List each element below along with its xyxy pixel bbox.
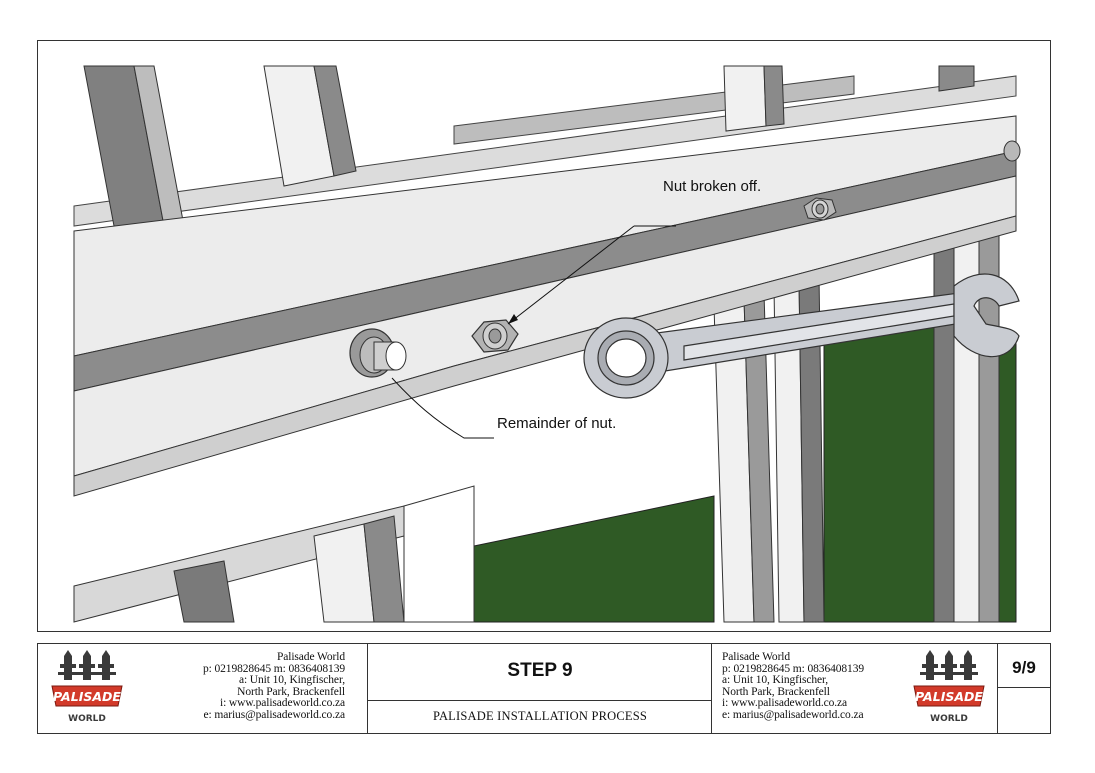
nut-broken-off <box>471 319 519 353</box>
callout-remainder-of-nut: Remainder of nut. <box>497 415 617 432</box>
logo-word-world: WORLD <box>930 714 968 724</box>
callout-nut-broken-off: Nut broken off. <box>663 178 762 195</box>
logo-word-palisade: PALISADE <box>915 689 983 704</box>
logo-word-world: WORLD <box>68 714 106 724</box>
company-website: i: www.palisadeworld.co.za <box>219 697 345 710</box>
page-number-cell: 9/9 <box>998 644 1050 733</box>
divider <box>368 700 711 701</box>
company-website: i: www.palisadeworld.co.za <box>722 697 848 710</box>
palisade-world-logo: PALISADE WORLD <box>51 650 123 724</box>
company-address-line2: North Park, Brackenfell <box>722 685 830 698</box>
company-name: Palisade World <box>722 651 791 663</box>
bolt-with-remainder <box>349 328 407 378</box>
company-address-line1: a: Unit 10, Kingfischer, <box>238 674 345 687</box>
step-title: STEP 9 <box>507 660 573 681</box>
process-title: PALISADE INSTALLATION PROCESS <box>432 709 648 723</box>
logo-word-palisade: PALISADE <box>53 689 121 704</box>
company-email: e: marius@palisadeworld.co.za <box>722 708 864 721</box>
company-address-line1: a: Unit 10, Kingfischer, <box>722 674 829 687</box>
bolt-far-right <box>1003 140 1021 162</box>
contact-details-right: Palisade World p: 0219828645 m: 08364081… <box>722 651 865 722</box>
contact-details-left: Palisade World p: 0219828645 m: 08364081… <box>202 651 346 722</box>
installation-drawing: Nut broken off. Remainder of nut. <box>37 40 1051 632</box>
title-block: PALISADE WORLD Palisade World p: 0219828… <box>37 643 1051 734</box>
step-info: STEP 9 PALISADE INSTALLATION PROCESS <box>368 644 712 733</box>
palisade-world-logo: PALISADE WORLD <box>913 650 985 724</box>
company-address-line2: North Park, Brackenfell <box>237 685 345 698</box>
company-info-left: PALISADE WORLD Palisade World p: 0219828… <box>38 644 368 733</box>
company-phone: p: 0219828645 m: 0836408139 <box>722 662 865 675</box>
wrench <box>583 273 1020 399</box>
nut-distant <box>803 197 837 221</box>
page-number: 9/9 <box>1012 658 1036 677</box>
company-email: e: marius@palisadeworld.co.za <box>203 708 346 721</box>
company-info-right: Palisade World p: 0219828645 m: 08364081… <box>712 644 998 733</box>
fence-illustration <box>73 65 1021 623</box>
company-name: Palisade World <box>276 651 345 663</box>
company-phone: p: 0219828645 m: 0836408139 <box>202 662 345 675</box>
divider <box>998 687 1050 688</box>
